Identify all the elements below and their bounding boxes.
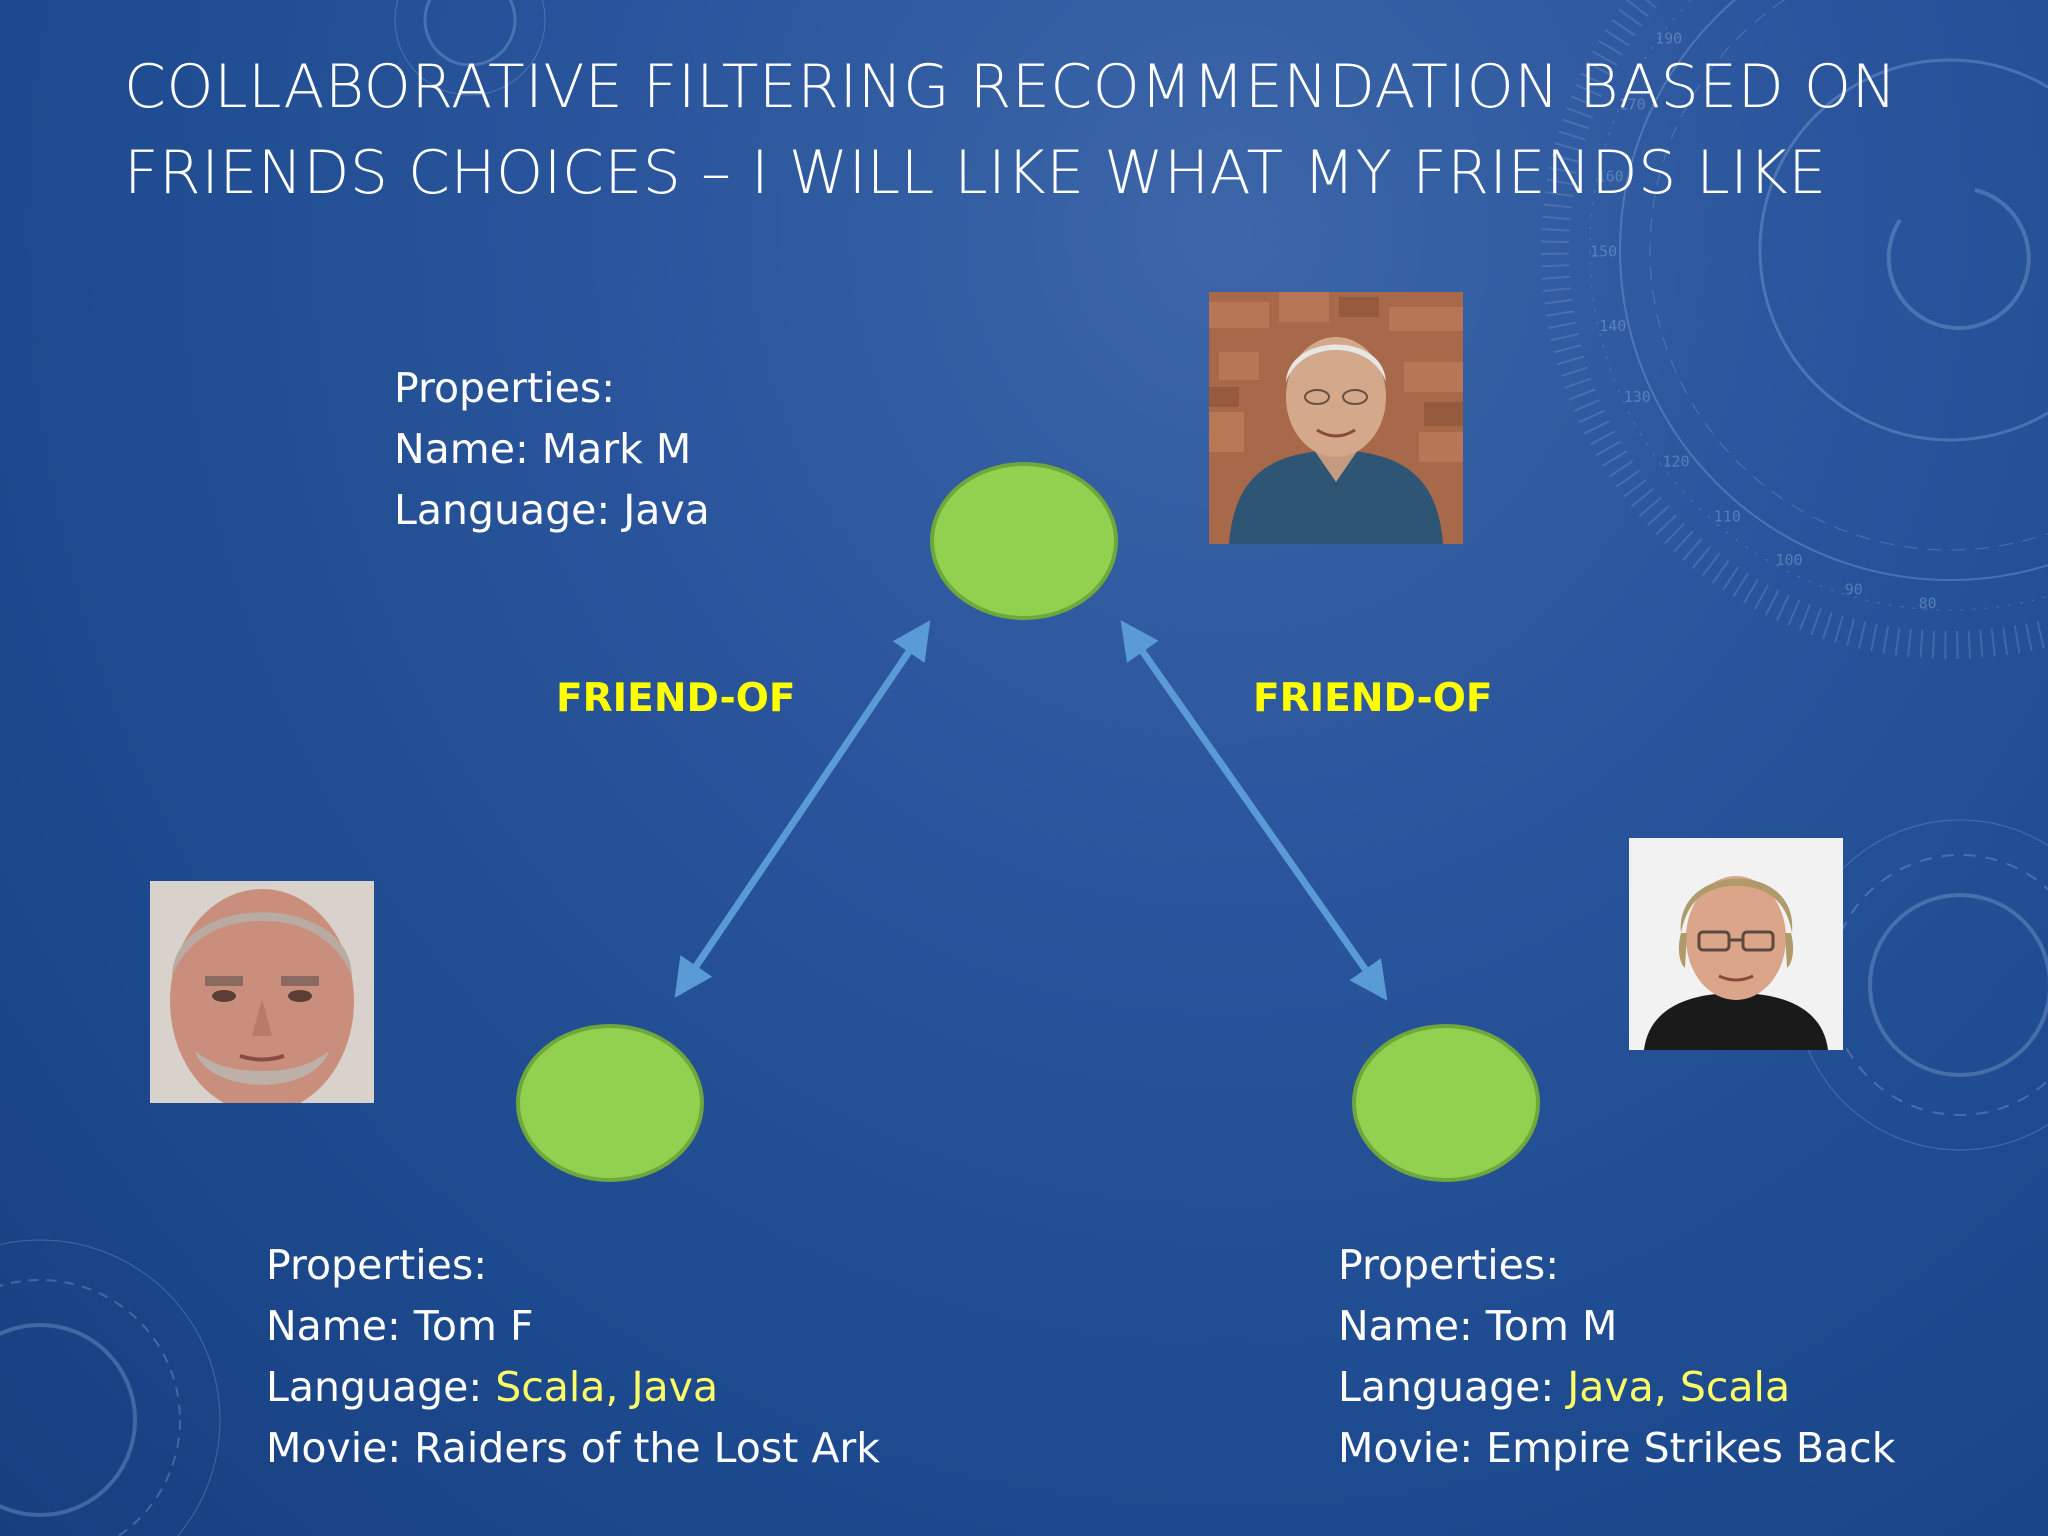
dial-tick-label: 110	[1714, 508, 1741, 526]
property-name: Name: Tom F	[266, 1302, 534, 1350]
dial-tick-label: 90	[1845, 580, 1863, 598]
title-line-1: COLLABORATIVE FILTERING RECOMMENDATION B…	[124, 52, 1897, 122]
title-line-2: FRIENDS CHOICES – I WILL LIKE WHAT MY FR…	[124, 138, 1827, 208]
edge-arrow-top-right	[1120, 620, 1388, 1001]
slide-title: COLLABORATIVE FILTERING RECOMMENDATION B…	[124, 44, 1904, 216]
portrait-icon	[150, 881, 374, 1103]
portrait-icon	[1629, 838, 1843, 1050]
dial-tick-label: 140	[1599, 317, 1626, 335]
property-movie: Movie: Raiders of the Lost Ark	[266, 1424, 880, 1472]
dial-tick-label: 100	[1776, 551, 1803, 569]
dial-tick-label: 130	[1624, 388, 1651, 406]
properties-heading: Properties:	[1338, 1241, 1560, 1289]
edge-arrow-left-top	[674, 620, 931, 998]
properties-mark-m: Properties: Name: Mark M Language: Java	[394, 358, 710, 541]
node-tom-m[interactable]	[1352, 1024, 1540, 1182]
property-language: Language: Java	[394, 486, 710, 534]
properties-heading: Properties:	[394, 364, 616, 412]
property-language: Language: Java, Scala	[1338, 1363, 1791, 1411]
photo-tom-f	[150, 881, 374, 1103]
dial-tick-label: 80	[1919, 595, 1937, 613]
dial-tick-label: 170	[1619, 95, 1646, 113]
node-tom-f[interactable]	[516, 1024, 704, 1182]
property-movie: Movie: Empire Strikes Back	[1338, 1424, 1896, 1472]
property-name: Name: Mark M	[394, 425, 692, 473]
portrait-icon	[1209, 292, 1463, 544]
properties-tom-f: Properties: Name: Tom F Language: Scala,…	[266, 1235, 880, 1479]
language-value-highlight: Scala, Java	[495, 1363, 719, 1411]
dial-tick-label: 160	[1597, 167, 1624, 185]
edge-label-right: FRIEND-OF	[1253, 676, 1493, 721]
photo-tom-m	[1629, 838, 1843, 1050]
photo-mark-m	[1209, 292, 1463, 544]
properties-tom-m: Properties: Name: Tom M Language: Java, …	[1338, 1235, 1895, 1479]
language-value: Java	[623, 486, 710, 534]
edge-label-left: FRIEND-OF	[556, 676, 796, 721]
dial-tick-label: 190	[1655, 30, 1682, 48]
properties-heading: Properties:	[266, 1241, 488, 1289]
dial-tick-label: 150	[1590, 242, 1617, 260]
property-language: Language: Scala, Java	[266, 1363, 719, 1411]
dial-tick-label: 120	[1663, 453, 1690, 471]
language-value-highlight: Java, Scala	[1567, 1363, 1791, 1411]
node-mark-m[interactable]	[930, 462, 1118, 620]
property-name: Name: Tom M	[1338, 1302, 1618, 1350]
